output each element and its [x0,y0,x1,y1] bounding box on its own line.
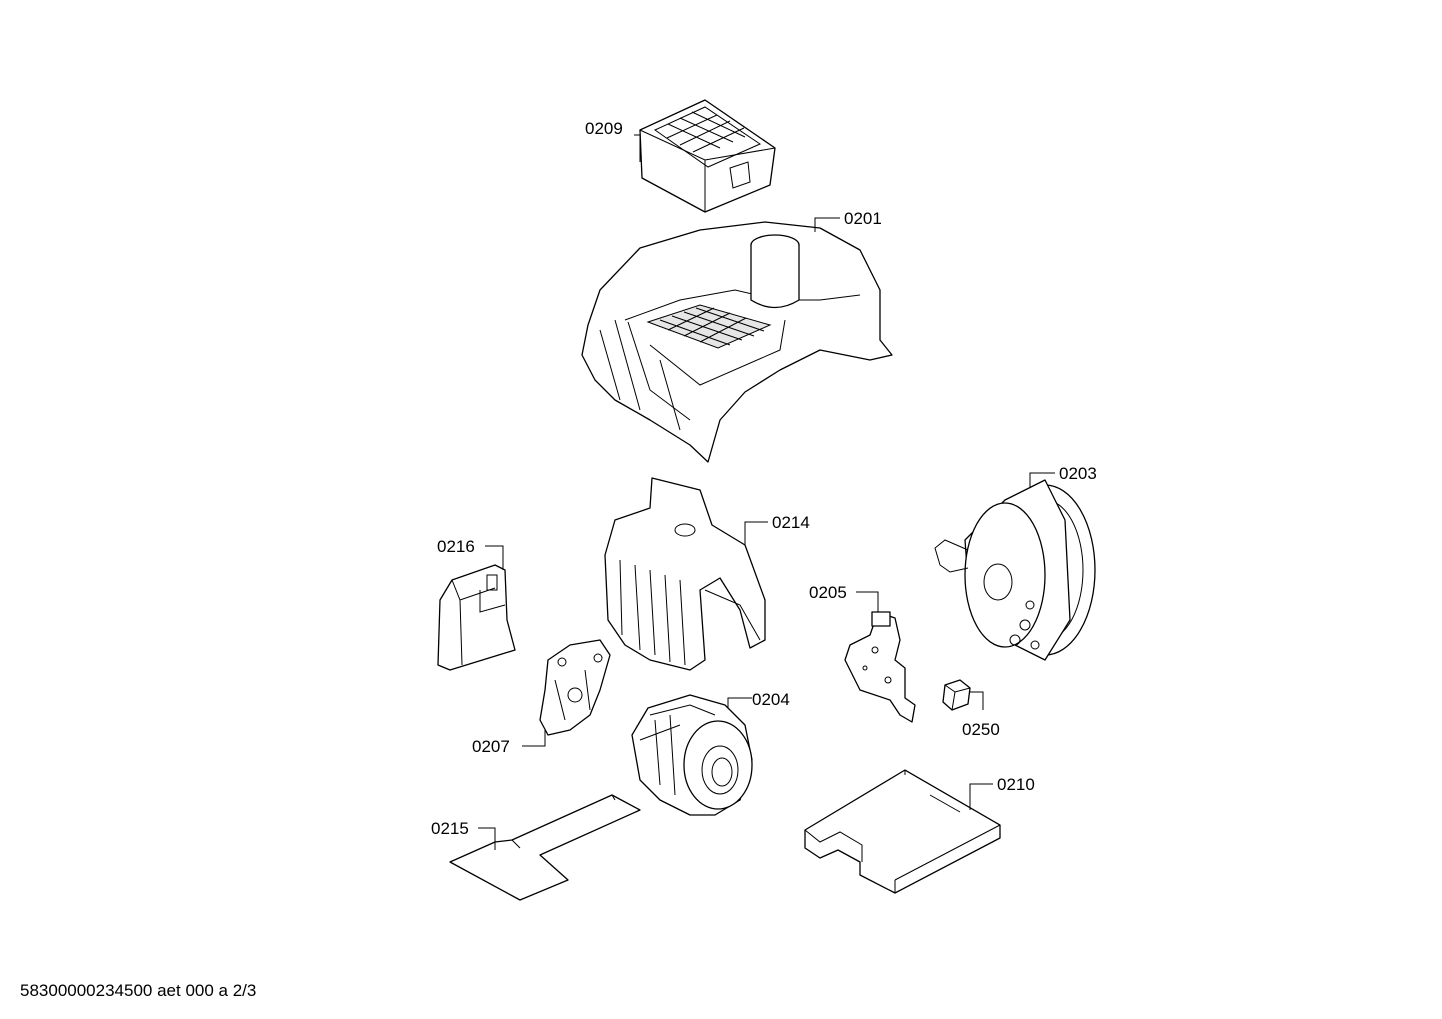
callout-0214: 0214 [772,513,810,532]
callout-0203: 0203 [1059,464,1097,483]
callout-0215: 0215 [431,819,469,838]
callout-0216: 0216 [437,537,475,556]
callout-0204: 0204 [752,690,790,709]
callout-labels: 0209 0201 0203 0214 0216 0205 0204 0207 … [431,119,1097,838]
part-0207-motor-bracket [539,639,611,736]
part-0205-board [844,611,916,723]
part-0204-motor [631,694,753,816]
callout-0250: 0250 [962,720,1000,739]
callout-0207: 0207 [472,737,510,756]
callout-0201: 0201 [844,209,882,228]
part-0201-housing [581,221,893,463]
part-0216-bracket [437,564,516,671]
document-footer-code: 58300000234500 aet 000 a 2/3 [20,981,257,1000]
callout-0205: 0205 [809,583,847,602]
part-0215-pad [449,794,641,901]
leader-lines [478,134,1055,850]
part-0250-switch [942,679,971,711]
part-0209-filter [639,99,776,213]
part-0210-pad [804,769,1001,894]
callout-0210: 0210 [997,775,1035,794]
part-0203-cable-reel [934,479,1096,661]
part-0214-motor-cover [604,477,766,671]
callout-0209: 0209 [585,119,623,138]
